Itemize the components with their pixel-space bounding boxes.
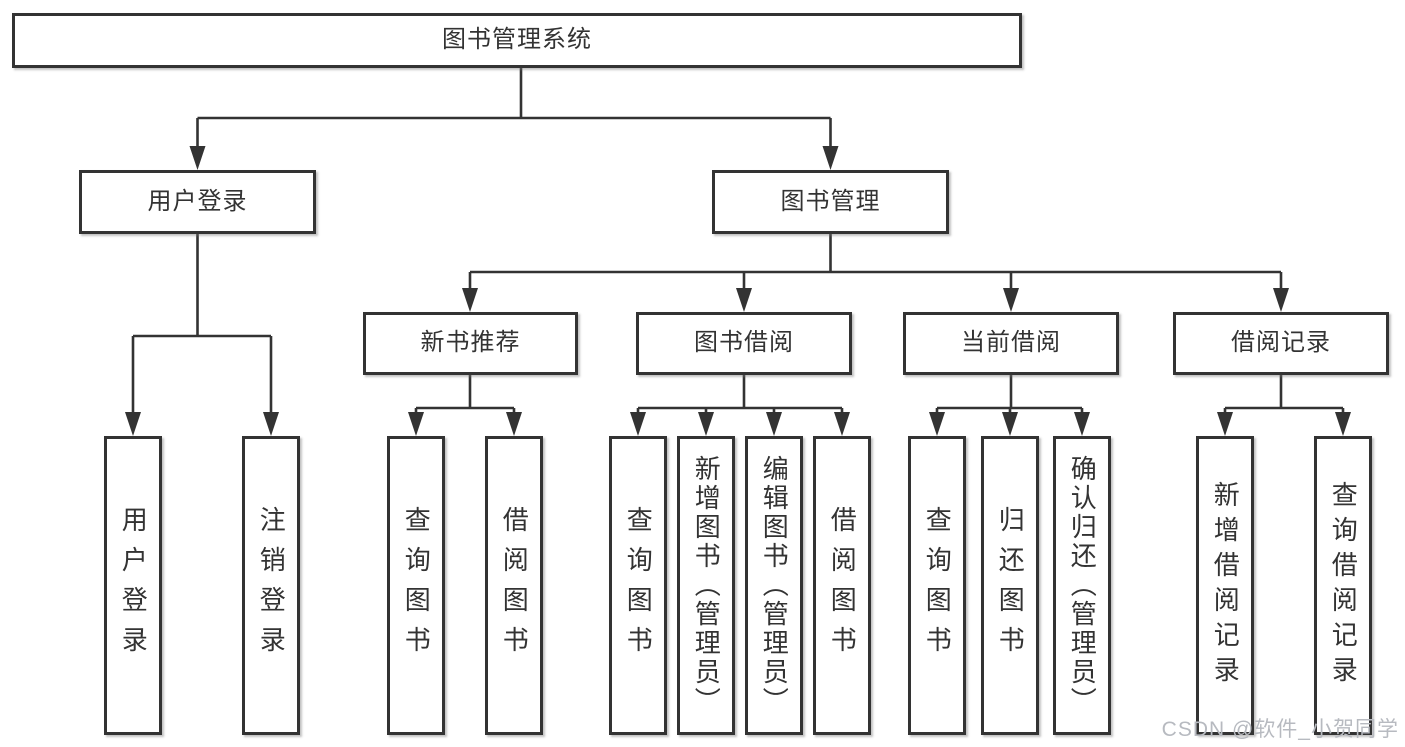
node-leaf-confirm-return-admin-label: 确认归还（管理员） [1067,455,1098,716]
node-leaf-query-book-3-label: 查询图书 [922,505,953,666]
node-leaf-query-borrow-record: 查询借阅记录 [1314,436,1372,735]
node-leaf-confirm-return-admin: 确认归还（管理员） [1053,436,1111,735]
node-leaf-query-book-2-label: 查询图书 [623,505,654,666]
node-leaf-return-book: 归还图书 [981,436,1039,735]
node-leaf-borrow-book-2: 借阅图书 [813,436,871,735]
arrowhead [766,412,782,436]
node-library-system: 图书管理系统 [12,13,1022,68]
node-leaf-query-book-1: 查询图书 [387,436,445,735]
node-new-book-recommend: 新书推荐 [363,312,578,375]
node-book-management-label: 图书管理 [780,187,881,215]
node-leaf-query-book-1-label: 查询图书 [401,505,432,666]
connector-segments [131,68,1345,416]
node-leaf-borrow-book-1: 借阅图书 [485,436,543,735]
node-library-system-label: 图书管理系统 [442,26,592,54]
node-leaf-logout-label: 注销登录 [256,505,287,666]
node-leaf-return-book-label: 归还图书 [995,505,1026,666]
arrowhead [630,412,646,436]
arrowhead [736,288,752,312]
node-current-borrowing-label: 当前借阅 [961,329,1061,357]
node-user-login: 用户登录 [79,170,316,234]
node-book-borrowing-label: 图书借阅 [694,329,794,357]
arrowhead [698,412,714,436]
node-new-book-recommend-label: 新书推荐 [420,329,521,357]
arrowhead [1217,412,1233,436]
node-user-login-label: 用户登录 [147,187,248,215]
node-borrowing-records-label: 借阅记录 [1231,329,1331,357]
node-leaf-edit-book-admin: 编辑图书（管理员） [745,436,803,735]
node-book-management: 图书管理 [712,170,949,234]
node-leaf-user-login: 用户登录 [104,436,162,735]
arrowhead [1074,412,1090,436]
arrowhead [834,412,850,436]
node-leaf-user-login-label: 用户登录 [118,505,149,666]
node-leaf-query-book-2: 查询图书 [609,436,667,735]
arrowhead [1273,288,1289,312]
arrowhead [462,288,478,312]
watermark-text: CSDN @软件_小贺同学 [1161,718,1399,741]
node-leaf-add-borrow-record: 新增借阅记录 [1196,436,1254,735]
arrowhead [408,412,424,436]
node-leaf-borrow-book-1-label: 借阅图书 [499,505,530,666]
arrowhead [929,412,945,436]
node-leaf-query-book-3: 查询图书 [908,436,966,735]
arrowheads [125,146,1351,436]
arrowhead [125,412,141,436]
arrowhead [506,412,522,436]
node-leaf-add-book-admin: 新增图书（管理员） [677,436,735,735]
arrowhead [263,412,279,436]
arrowhead [1335,412,1351,436]
node-leaf-query-borrow-record-label: 查询借阅记录 [1328,480,1359,691]
node-leaf-edit-book-admin-label: 编辑图书（管理员） [759,455,790,716]
node-leaf-logout: 注销登录 [242,436,300,735]
node-leaf-add-borrow-record-label: 新增借阅记录 [1210,480,1241,691]
arrowhead [1003,288,1019,312]
arrowhead [1002,412,1018,436]
node-book-borrowing: 图书借阅 [636,312,852,375]
arrowhead [189,146,206,170]
node-current-borrowing: 当前借阅 [903,312,1119,375]
node-leaf-borrow-book-2-label: 借阅图书 [827,505,858,666]
arrowhead [822,146,839,170]
node-borrowing-records: 借阅记录 [1173,312,1389,375]
node-leaf-add-book-admin-label: 新增图书（管理员） [691,455,722,716]
